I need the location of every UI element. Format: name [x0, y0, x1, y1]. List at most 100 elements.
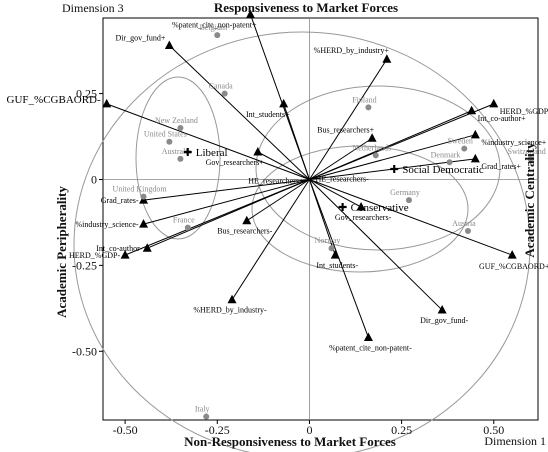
country-label-belgium: Belgium [199, 23, 227, 32]
vector-marker-dir-gov-fund [164, 40, 174, 49]
country-point-finland [365, 104, 372, 111]
y-tick-label: -0.50 [72, 344, 97, 358]
vector-label-grad-rates: Grad_rates- [101, 196, 139, 205]
vector-marker-grad-rates [470, 153, 480, 163]
country-point-italy [203, 413, 210, 420]
country-point-sweden [461, 145, 468, 152]
country-point-new-zealand [177, 124, 184, 131]
country-point-austria [464, 228, 471, 235]
vector-marker-gov-researchers [253, 147, 263, 156]
group-label-liberal: Liberal [196, 147, 228, 159]
y-tick-label: -0.25 [72, 258, 97, 272]
outer-ellipse [73, 31, 531, 452]
vector-marker-herd-pct-gdp [120, 250, 130, 259]
country-point-canada [221, 90, 228, 97]
vector-label-int-co-author: Int_co-author+ [478, 114, 527, 123]
vector-label-bus-researchers: Bus_researchers+ [317, 125, 374, 134]
vector-gov-researchers [309, 179, 362, 208]
country-point-united-kingdom [140, 193, 147, 200]
vector-label-int-co-author: Int_co-author- [96, 244, 142, 253]
vector-label-he-researchers: HE_researchers- [315, 174, 369, 183]
bottom-title: Non-Responsiveness to Market Forces [184, 434, 396, 449]
vector-label-pct-industry-science: %industry_science+ [481, 138, 546, 147]
vector-marker-guf-pct-cgbaord [507, 250, 517, 259]
top-title: Responsiveness to Market Forces [214, 0, 398, 15]
country-label-norway: Norway [315, 236, 341, 245]
country-point-france [184, 224, 191, 231]
vector-label-pct-herd-by-industry: %HERD_by_industry+ [314, 46, 390, 55]
country-label-united-states: United States [144, 130, 187, 139]
country-label-italy: Italy [195, 405, 210, 414]
x-tick-label: -0.50 [113, 423, 138, 437]
country-label-switzerland: Switzerland [508, 147, 546, 156]
vector-label-gov-researchers: Gov_researchers+ [206, 158, 265, 167]
country-label-france: France [173, 216, 195, 225]
country-point-australia [177, 155, 184, 162]
vector-marker-gov-researchers [356, 201, 366, 211]
dimension-y-label: Dimension 3 [62, 1, 124, 15]
vector-marker-pct-industry-science [139, 219, 149, 228]
vector-marker-int-students [330, 250, 340, 259]
country-label-austria: Austria [452, 219, 476, 228]
right-title: Academic Centrality [522, 142, 537, 258]
y-tick-label: 0 [91, 172, 97, 186]
group-marker-social-democratic: ✚ [390, 164, 399, 176]
vector-label-he-researchers: HE_researchers+ [248, 176, 304, 185]
vector-grad-rates [143, 178, 310, 201]
vector-label-pct-patent-cite-non-patent: %patent_cite_non-patent- [329, 344, 412, 353]
vector-label-bus-researchers: Bus_researchers- [217, 227, 272, 236]
vector-label-guf-pct-cgbaord: GUF_%CGBAORD- [7, 94, 101, 106]
vector-label-pct-patent-cite-non-patent: %patent_cite_non-patent+ [172, 21, 257, 30]
vector-marker-bus-researchers [367, 133, 377, 142]
vector-label-grad-rates: Grad_rates+ [481, 162, 521, 171]
x-tick-label: 0 [306, 423, 312, 437]
vector-int-students [283, 103, 310, 180]
group-marker-conservative: ✚ [338, 202, 347, 214]
vector-label-dir-gov-fund: Dir_gov_fund+ [116, 33, 166, 42]
x-tick-label: 0.50 [483, 423, 504, 437]
x-tick-label: 0.25 [391, 423, 412, 437]
country-label-germany: Germany [390, 188, 420, 197]
vector-guf-pct-cgbaord [309, 179, 513, 256]
vector-bus-researchers [309, 137, 373, 180]
vector-label-herd-pct-gdp: HERD_%GDP+ [500, 107, 548, 116]
vector-pct-industry-science [309, 134, 476, 180]
x-tick-label: -0.25 [205, 423, 230, 437]
country-label-canada: Canada [209, 82, 233, 91]
vector-dir-gov-fund [309, 179, 443, 311]
country-point-switzerland [527, 155, 534, 162]
dimension-x-label: Dimension 1 [484, 434, 546, 448]
vector-label-pct-herd-by-industry: %HERD_by_industry- [193, 306, 267, 315]
vector-marker-int-students [279, 98, 289, 108]
liberal-ellipse [135, 76, 221, 240]
vector-gov-researchers [257, 151, 310, 180]
country-label-new-zealand: New Zealand [155, 116, 198, 125]
group-label-conservative: Conservative [351, 202, 409, 214]
vector-bus-researchers [246, 179, 310, 222]
vector-marker-dir-gov-fund [437, 305, 447, 314]
vector-marker-guf-pct-cgbaord [102, 98, 112, 108]
vector-marker-int-co-author [142, 243, 152, 252]
vector-dir-gov-fund [169, 45, 310, 180]
vector-label-pct-industry-science: %industry_science- [75, 220, 138, 229]
vector-pct-patent-cite-non-patent [308, 179, 369, 338]
vector-pct-herd-by-industry [231, 179, 310, 301]
country-point-denmark [446, 159, 453, 166]
vector-label-gov-researchers: Gov_researchers- [335, 213, 392, 222]
vector-marker-pct-herd-by-industry [227, 294, 237, 304]
vector-label-dir-gov-fund: Dir_gov_fund- [420, 316, 468, 325]
country-point-netherlands [372, 152, 379, 159]
country-point-germany [405, 197, 412, 204]
vector-label-herd-pct-gdp: HERD_%GDP- [69, 251, 120, 260]
plot-frame [102, 17, 539, 421]
vector-marker-bus-researchers [242, 215, 252, 225]
left-title: Academic Peripherality [54, 186, 69, 318]
vector-herd-pct-gdp [124, 179, 310, 256]
vector-marker-pct-herd-by-industry [382, 54, 392, 63]
vector-marker-pct-industry-science [470, 129, 480, 139]
country-point-belgium [214, 32, 221, 39]
country-label-finland: Finland [352, 95, 376, 104]
country-point-norway [328, 245, 335, 252]
vector-guf-pct-cgbaord [106, 103, 310, 180]
